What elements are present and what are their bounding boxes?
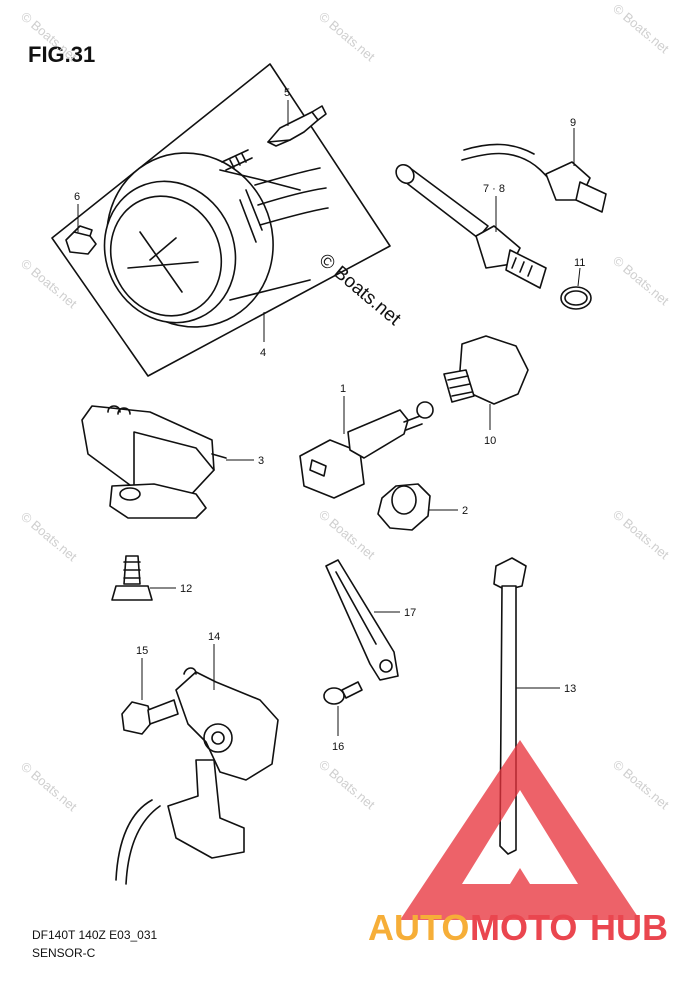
part-9-sensor[interactable]: [461, 143, 607, 213]
callout-2: 2: [462, 505, 468, 517]
callout-5: 5: [284, 87, 290, 99]
part-7-8-sensor[interactable]: [392, 161, 547, 289]
figure-title: FIG.31: [28, 42, 96, 67]
watermark-text: © Boats.net: [610, 757, 672, 813]
callout-10: 10: [484, 435, 496, 447]
watermark-text: © Boats.net: [610, 253, 672, 309]
callout-15: 15: [136, 645, 148, 657]
part-1-connector-sensor[interactable]: [299, 401, 434, 499]
callout-1: 1: [340, 383, 346, 395]
part-10-sensor[interactable]: [443, 335, 529, 405]
watermark-text: © Boats.net: [316, 9, 378, 65]
part-12-bolt[interactable]: [111, 555, 153, 601]
watermark-text: © Boats.net: [18, 9, 80, 65]
callout-12: 12: [180, 583, 192, 595]
watermark-text: © Boats.net: [316, 507, 378, 563]
callout-16: 16: [332, 741, 344, 753]
callout-13: 13: [564, 683, 576, 695]
part-3-map-sensor[interactable]: [81, 405, 227, 519]
watermark-text: © Boats.net: [316, 757, 378, 813]
part-6-bulb[interactable]: [65, 225, 97, 255]
part-5-socket[interactable]: [267, 105, 327, 147]
part-2-grommet[interactable]: [377, 483, 431, 531]
callout-11: 11: [574, 257, 585, 269]
logo-text-hub: HUB: [590, 907, 668, 948]
part-11-o-ring-inner: [564, 290, 588, 306]
figure-name: SENSOR-C: [32, 946, 96, 960]
logo-text-moto: MOTO: [470, 907, 577, 948]
part-4-gauge-assembly[interactable]: [51, 63, 391, 377]
watermark-text: © Boats.net: [610, 1, 672, 57]
callout-labels: 5 6 4 9 7 · 8 11 10 1 3 2 12 17 14 15 13…: [74, 87, 585, 753]
part-11-o-ring[interactable]: [560, 286, 592, 310]
callout-14: 14: [208, 631, 220, 643]
callout-4: 4: [260, 347, 266, 359]
watermark-text: © Boats.net: [18, 509, 80, 565]
logo-text-auto: AUTO: [368, 907, 469, 948]
watermark-text: © Boats.net: [610, 507, 672, 563]
figure-code: DF140T 140Z E03_031: [32, 928, 158, 942]
part-15-bolt[interactable]: [121, 699, 179, 735]
assembly-frame: [51, 63, 391, 377]
callout-3: 3: [258, 455, 264, 467]
callout-17: 17: [404, 607, 416, 619]
part-16-screw[interactable]: [323, 681, 363, 705]
watermark-text: © Boats.net: [18, 759, 80, 815]
callout-9: 9: [570, 117, 576, 129]
part-17-bracket[interactable]: [325, 559, 399, 681]
part-14-trim-sensor[interactable]: [115, 667, 279, 885]
automotohub-logo: AUTO MOTO HUB: [368, 740, 668, 948]
callout-6: 6: [74, 191, 80, 203]
leader-lines: [77, 100, 581, 736]
callout-7-8: 7 · 8: [483, 183, 505, 195]
